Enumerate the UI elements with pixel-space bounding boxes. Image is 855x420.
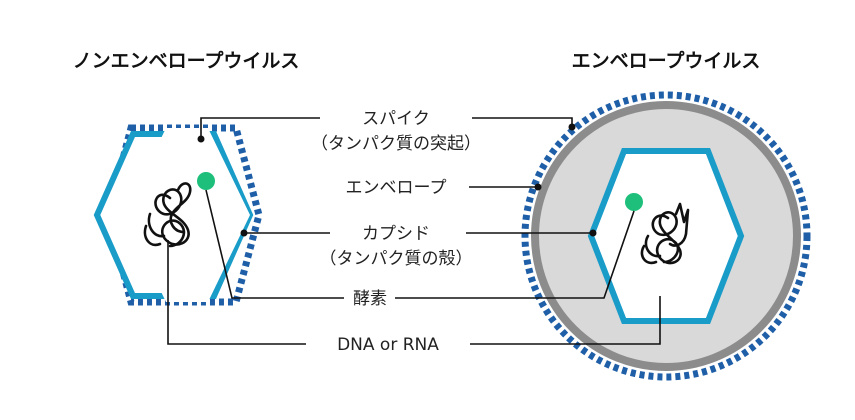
spike-ring bbox=[521, 91, 811, 381]
spike-leader-right bbox=[472, 117, 573, 126]
enveloped-virus bbox=[521, 91, 811, 381]
capsid-dot-right bbox=[589, 229, 597, 237]
enzyme-dot-left bbox=[197, 172, 215, 190]
title-enveloped-virus: エンベロープウイルス bbox=[572, 49, 761, 72]
capsid-dot-left bbox=[240, 229, 248, 237]
enzyme-dot-right bbox=[625, 193, 643, 211]
genome-tangle-left bbox=[143, 182, 192, 248]
spike-leader-left bbox=[200, 117, 320, 139]
leader-lines bbox=[167, 117, 661, 345]
label-capsid: カプシド bbox=[362, 224, 430, 244]
envelope-dot bbox=[534, 183, 542, 191]
spike-dot-left bbox=[197, 135, 205, 143]
leader-dots bbox=[197, 123, 597, 237]
genome-leader-left bbox=[167, 240, 306, 345]
enzyme-leader-right bbox=[395, 210, 635, 299]
capsid-hexagon-inner bbox=[587, 148, 745, 324]
genome-leader-right bbox=[470, 296, 661, 345]
label-envelope: エンベロープ bbox=[346, 178, 447, 198]
label-genome: DNA or RNA bbox=[337, 335, 439, 355]
label-enzyme: 酵素 bbox=[353, 289, 387, 309]
label-spike: スパイク bbox=[362, 109, 430, 129]
enzyme-leader-left bbox=[205, 189, 344, 299]
label-capsid-sub: （タンパク質の殻） bbox=[320, 249, 473, 269]
label-spike-sub: （タンパク質の突起） bbox=[311, 134, 481, 154]
genome-tangle-right bbox=[640, 202, 690, 265]
non-enveloped-virus bbox=[93, 124, 263, 306]
title-non-enveloped-virus: ノンエンベロープウイルス bbox=[73, 49, 300, 72]
spike-dot-right bbox=[568, 123, 576, 131]
